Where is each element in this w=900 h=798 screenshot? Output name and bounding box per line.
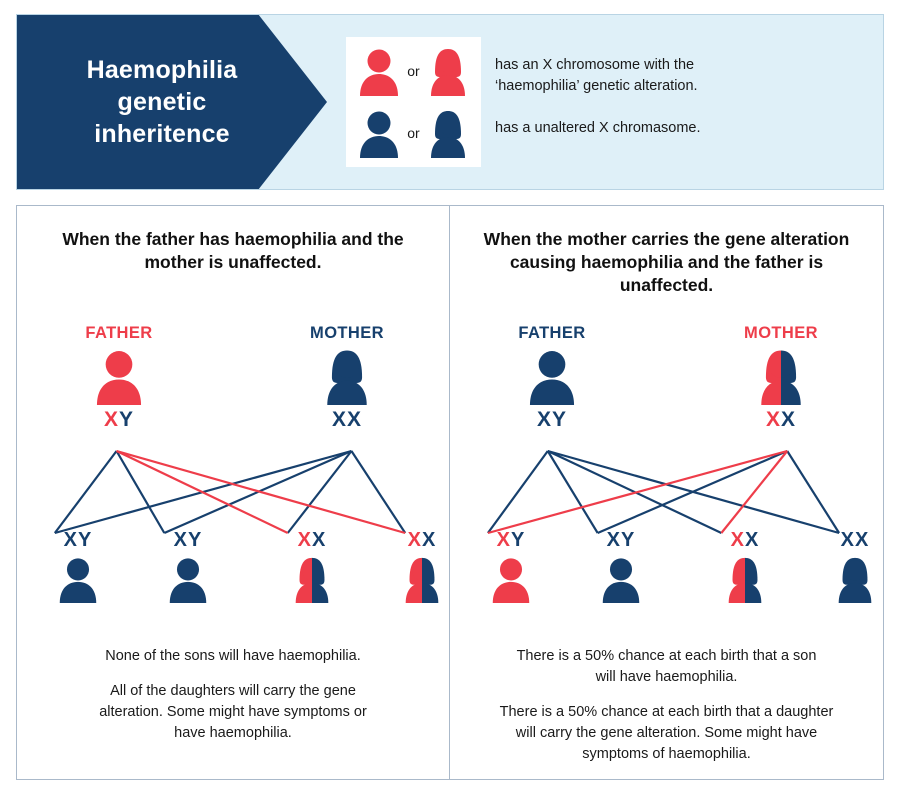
parents-row: FATHER XY MOTHER	[17, 324, 449, 444]
child-chromosomes: XX	[407, 529, 437, 551]
father-chromosomes: XY	[103, 408, 135, 431]
child-daughter-1: XX	[700, 529, 790, 603]
split-female-figure-icon	[700, 555, 790, 603]
child-son-2: XY	[576, 529, 666, 603]
parent-father: FATHER XY	[59, 324, 179, 432]
split-female-figure-icon	[721, 345, 841, 405]
child-chromosomes: XY	[63, 529, 93, 551]
child-daughter-2: XX	[377, 529, 467, 603]
panel-heading: When the father has haemophilia and the …	[62, 229, 404, 273]
legend-descriptions: has an X chromosome with the ‘haemophili…	[495, 55, 885, 139]
child-son-1: XY	[466, 529, 556, 603]
father-label: FATHER	[85, 324, 153, 342]
legend-affected-description: has an X chromosome with the ‘haemophili…	[495, 55, 885, 96]
child-chromosomes: XY	[173, 529, 203, 551]
mother-chromosomes: XX	[765, 408, 797, 431]
blue-male-figure-icon	[358, 108, 400, 158]
panels-container: When the father has haemophilia and the …	[16, 205, 884, 780]
child-chromosomes: XY	[496, 529, 526, 551]
child-chromosomes: XY	[606, 529, 636, 551]
caption-sons: There is a 50% chance at each birth that…	[516, 648, 817, 686]
parent-father: FATHER XY	[492, 324, 612, 432]
blue-male-figure-icon	[143, 555, 233, 603]
blue-male-figure-icon	[576, 555, 666, 603]
inheritance-lines	[17, 449, 449, 535]
blue-female-figure-icon	[427, 108, 469, 158]
child-chromosomes: XX	[840, 529, 870, 551]
parent-mother: MOTHER XX	[287, 324, 407, 432]
blue-female-figure-icon	[810, 555, 900, 603]
legend-affected-line-2: ‘haemophilia’ genetic alteration.	[495, 77, 698, 94]
caption-daughters: There is a 50% chance at each birth that…	[499, 704, 834, 763]
header-arrow-shape: Haemophilia genetic inheritence	[17, 15, 327, 189]
blue-male-figure-icon	[33, 555, 123, 603]
legend-or-label-unaffected: or	[407, 125, 420, 141]
legend-row-affected: or	[358, 41, 468, 101]
header-banner: Haemophilia genetic inheritence or	[16, 14, 884, 190]
red-male-figure-icon	[59, 345, 179, 405]
red-male-figure-icon	[466, 555, 556, 603]
legend-row-unaffected: or	[358, 103, 468, 163]
panel-captions: None of the sons will have haemophilia. …	[17, 646, 449, 744]
blue-male-figure-icon	[492, 345, 612, 405]
panel-captions: There is a 50% chance at each birth that…	[450, 646, 883, 765]
father-chromosomes: XY	[536, 408, 568, 431]
legend-card: or or	[346, 37, 481, 167]
inheritance-lines	[450, 449, 883, 535]
child-daughter-1: XX	[267, 529, 357, 603]
page-title: Haemophilia genetic inheritence	[86, 56, 238, 148]
panel-mother-carrier: When the mother carries the gene alterat…	[450, 206, 883, 779]
blue-female-figure-icon	[287, 345, 407, 405]
legend-affected-line-1: has an X chromosome with the	[495, 57, 695, 73]
split-female-figure-icon	[267, 555, 357, 603]
parents-row: FATHER XY MOTHER	[450, 324, 883, 444]
legend-unaffected-line-1: has a unaltered X chromasome.	[495, 120, 701, 137]
red-female-figure-icon	[427, 46, 469, 96]
mother-label: MOTHER	[310, 324, 384, 342]
panel-father-affected: When the father has haemophilia and the …	[17, 206, 450, 779]
child-daughter-2: XX	[810, 529, 900, 603]
caption-daughters: All of the daughters will carry the gene…	[99, 683, 367, 742]
panel-heading: When the mother carries the gene alterat…	[483, 229, 850, 296]
mother-label: MOTHER	[744, 324, 818, 342]
mother-chromosomes: XX	[331, 408, 363, 431]
legend-unaffected-description: has a unaltered X chromasome.	[495, 118, 885, 139]
child-chromosomes: XX	[297, 529, 327, 551]
children-row: XY XY	[17, 529, 449, 639]
child-son-1: XY	[33, 529, 123, 603]
split-female-figure-icon	[377, 555, 467, 603]
legend-or-label-affected: or	[407, 63, 420, 79]
children-row: XY XY	[450, 529, 883, 639]
father-label: FATHER	[518, 324, 586, 342]
child-son-2: XY	[143, 529, 233, 603]
parent-mother: MOTHER	[721, 324, 841, 432]
child-chromosomes: XX	[730, 529, 760, 551]
caption-sons: None of the sons will have haemophilia.	[105, 648, 361, 664]
red-male-figure-icon	[358, 46, 400, 96]
